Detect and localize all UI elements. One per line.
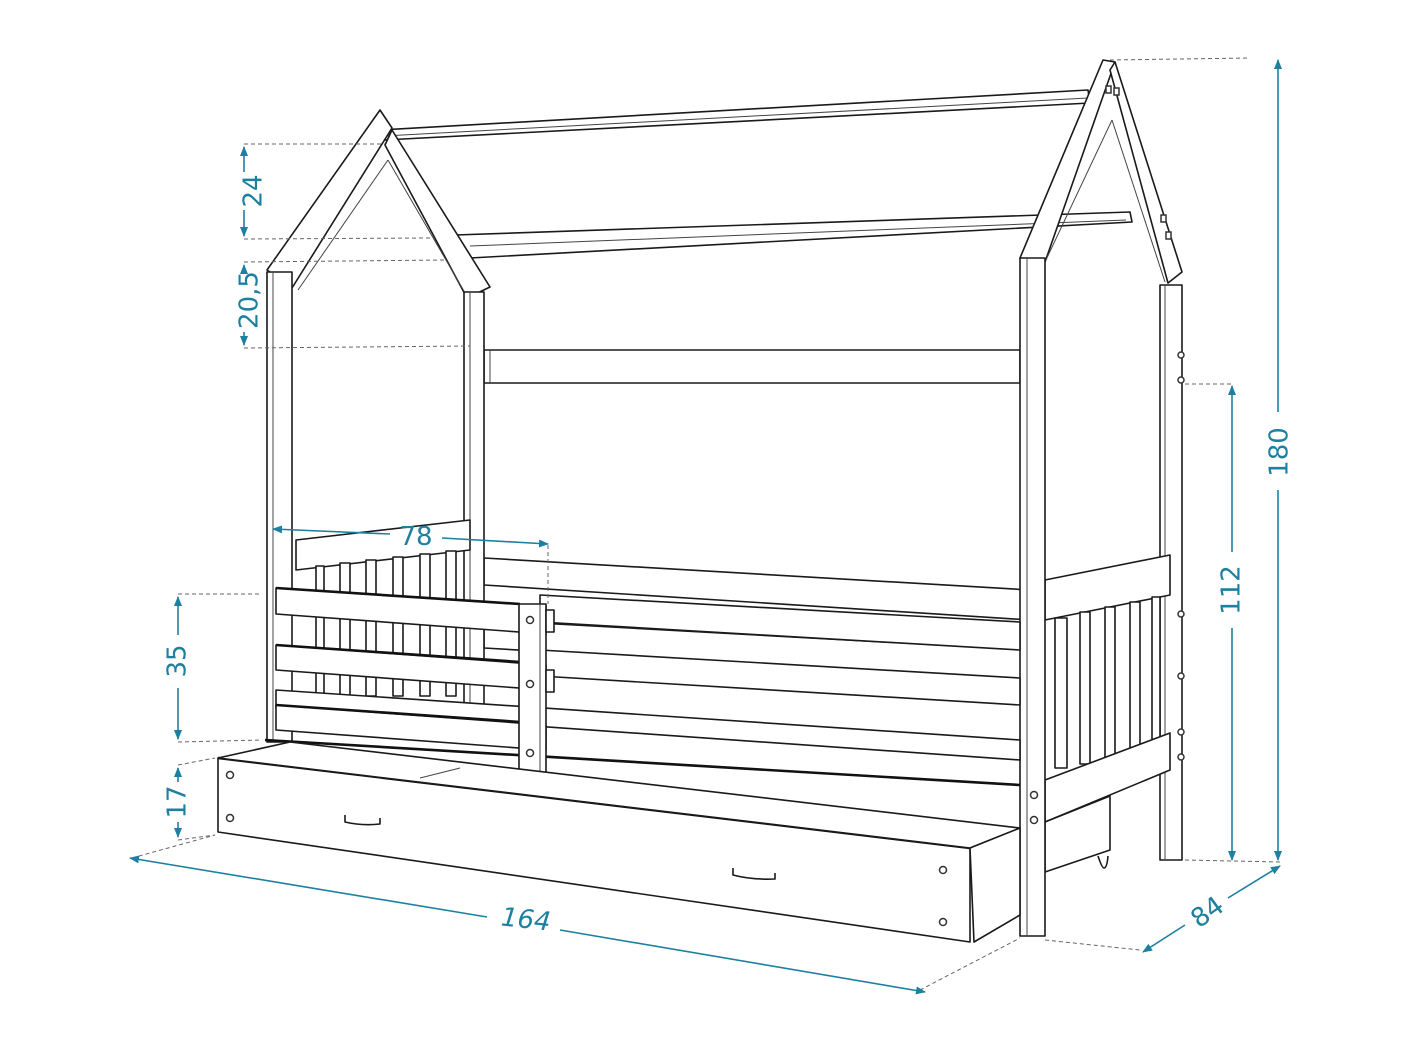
- drawer-handle-left: [344, 815, 381, 826]
- dim-total-length: 164: [500, 903, 553, 938]
- dimension-lines: [129, 59, 1282, 995]
- dim-barrier-height: 35: [163, 644, 193, 677]
- dim-side-height: 112: [1217, 565, 1247, 615]
- dim-total-height: 180: [1265, 427, 1295, 477]
- right-slats: [1054, 596, 1161, 769]
- right-gable: [1019, 59, 1185, 937]
- dim-roof-peak-height: 24: [239, 174, 269, 207]
- dim-drawer-height: 17: [163, 785, 193, 818]
- drawer-handle-right: [732, 868, 776, 880]
- drawer: [217, 741, 1021, 943]
- dim-roof-lower-height: 20,5: [235, 271, 265, 329]
- dim-barrier-length: 78: [399, 522, 432, 552]
- front-barrier: [264, 586, 1021, 787]
- dim-total-width: 84: [1186, 891, 1230, 935]
- extension-lines: [131, 57, 1281, 991]
